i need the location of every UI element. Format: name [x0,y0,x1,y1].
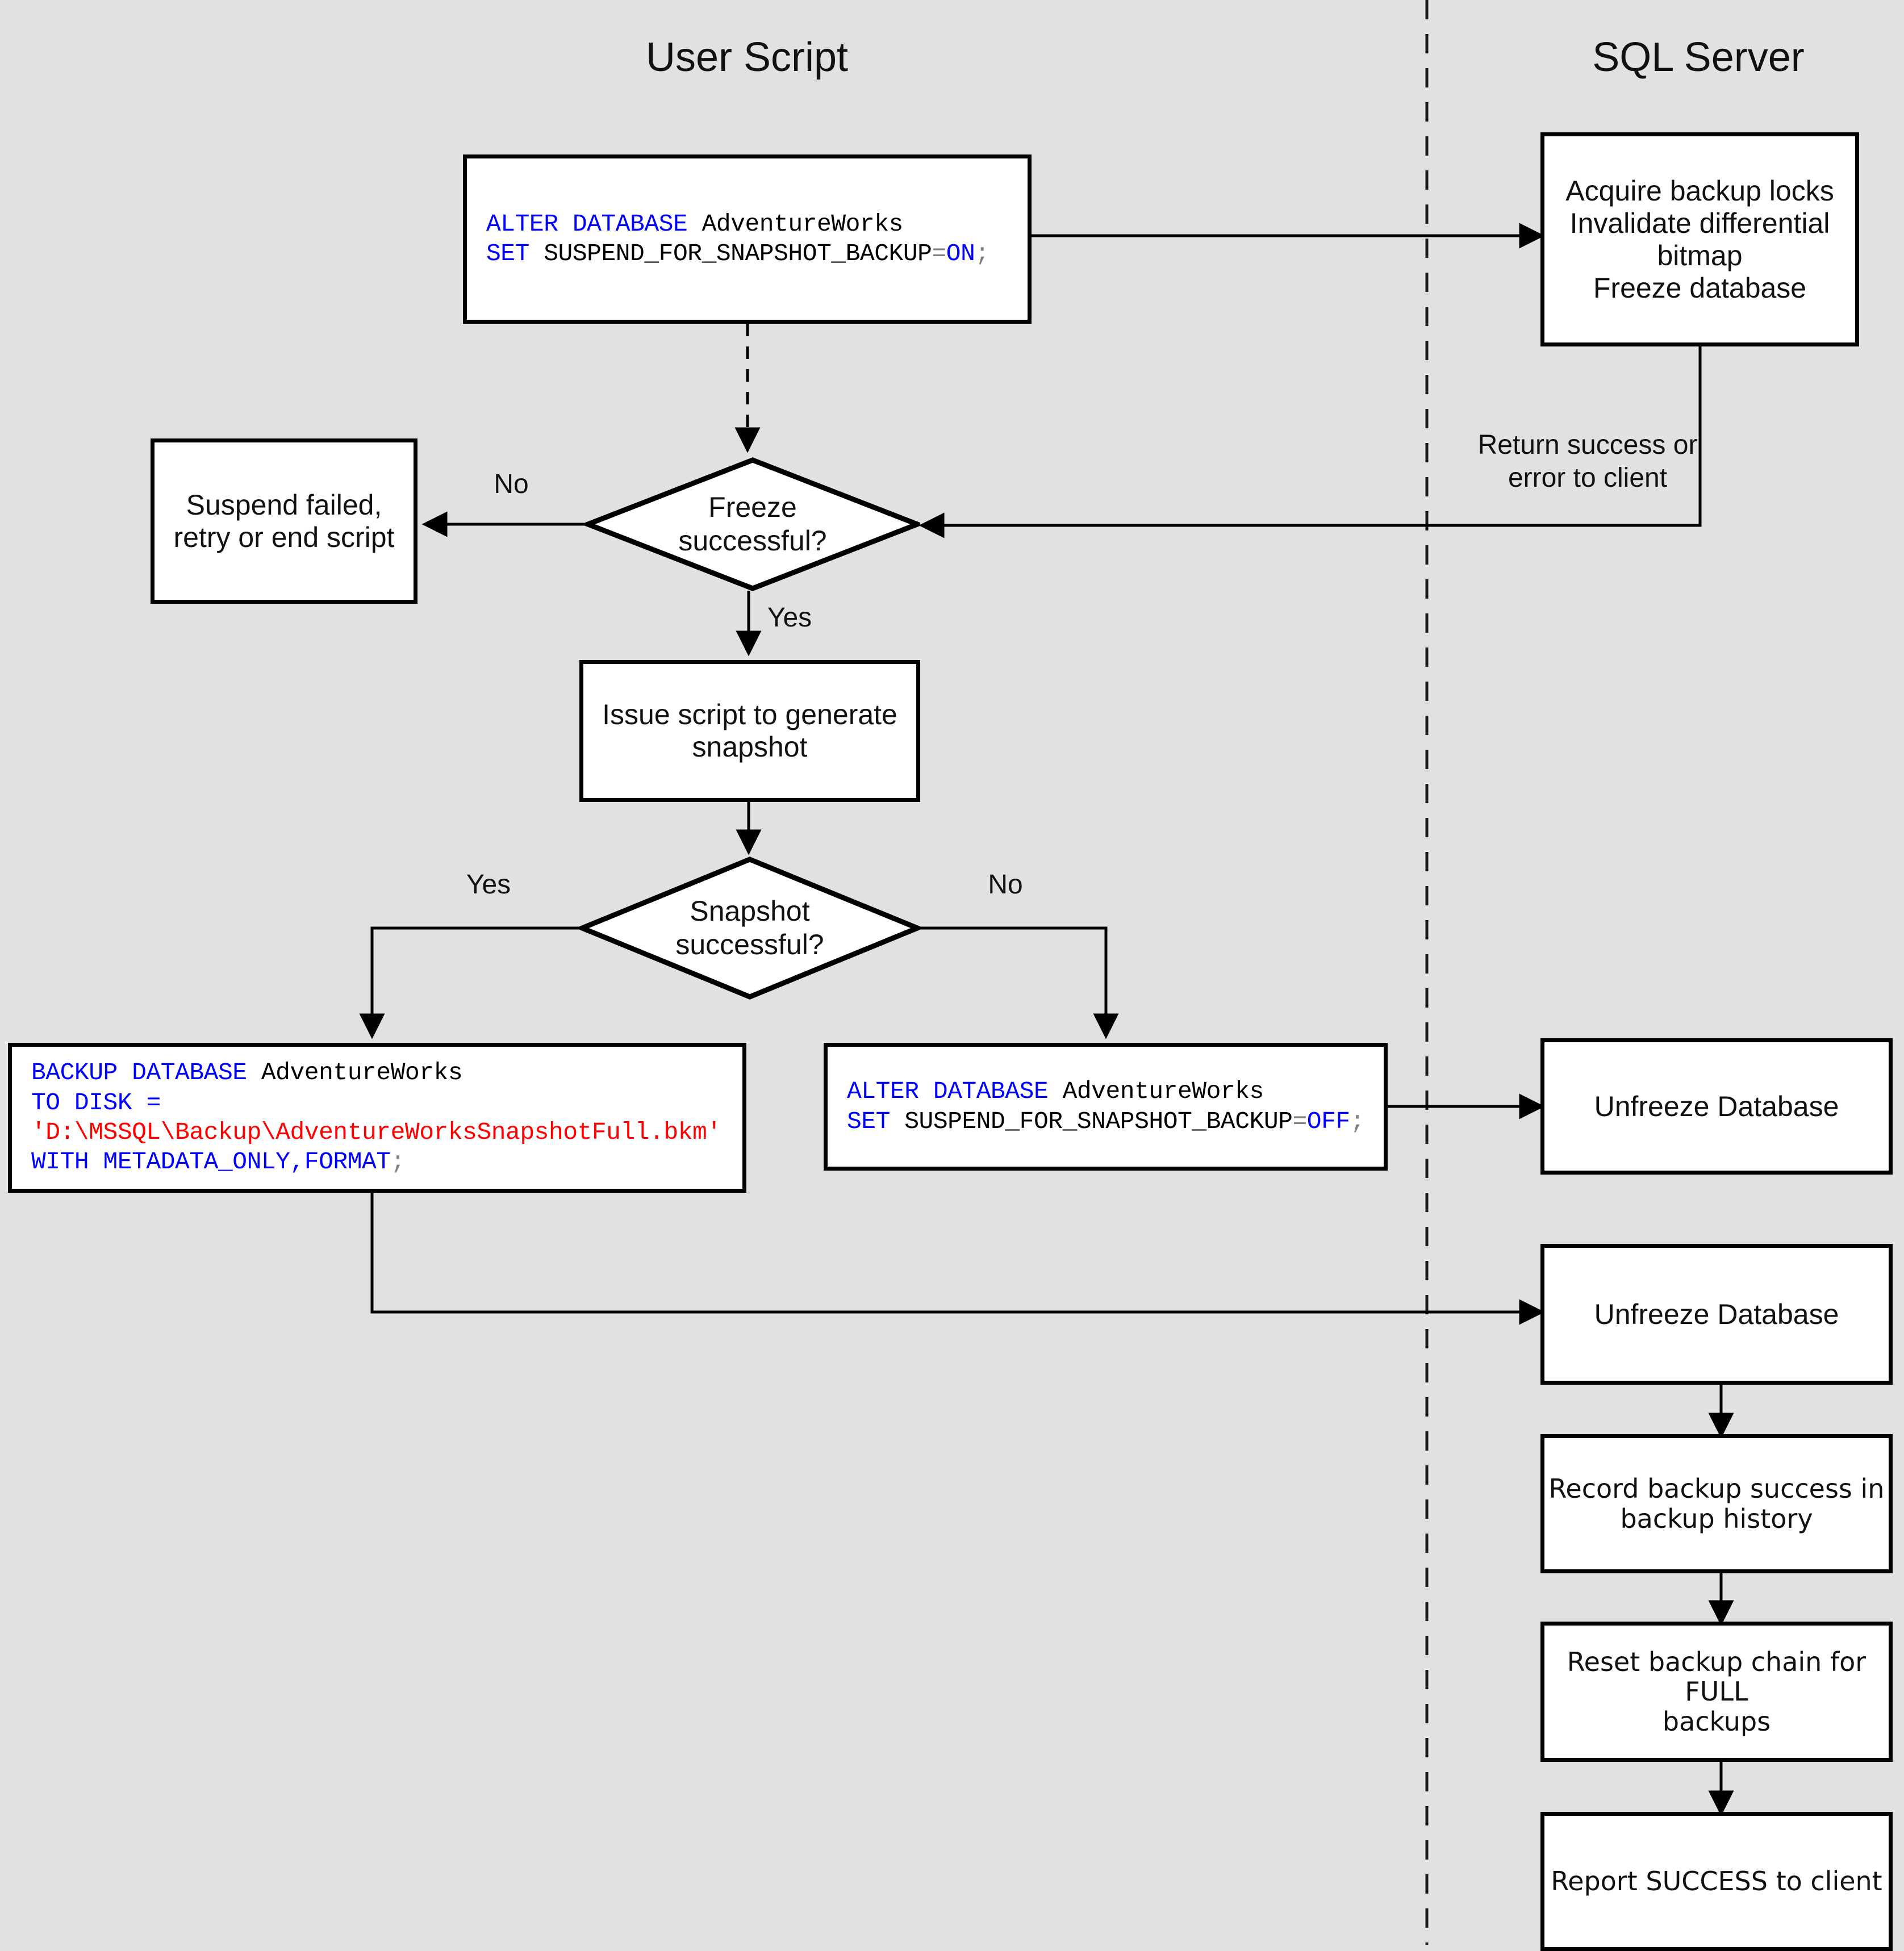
swimlane-title-user-script-text: User Script [645,35,849,80]
code-line-2: TO DISK = [12,1088,742,1118]
node-unfreeze-database-1-text: Unfreeze Database [1594,1090,1839,1122]
node-unfreeze-database-1[interactable]: Unfreeze Database [1540,1038,1893,1175]
code-keyword: ALTER DATABASE [847,1077,1049,1106]
code-keyword: WITH METADATA_ONLY,FORMAT [31,1148,391,1176]
edge-backup-to-unfreeze2 [370,1193,1545,1325]
node-line: Invalidate differential [1569,207,1830,239]
node-line: Freeze [708,491,797,523]
node-report-success-text: Report SUCCESS to client [1551,1866,1882,1897]
code-text: AdventureWorks [247,1059,463,1087]
code-string: 'D:\MSSQL\Backup\AdventureWorksSnapshotF… [31,1118,721,1146]
edge-label-text: No [494,469,529,499]
edge-label-text: No [988,870,1023,900]
code-operator: = [132,1088,161,1117]
node-reset-backup-chain-text: Reset backup chain for FULL backups [1544,1647,1889,1736]
code-operator: = [932,240,946,268]
node-issue-script-generate-snapshot[interactable]: Issue script to generate snapshot [579,660,920,802]
node-line: Record backup success in [1548,1473,1885,1505]
code-text: AdventureWorks [1048,1077,1264,1106]
node-alter-database-on[interactable]: ALTER DATABASE AdventureWorks SET SUSPEN… [463,154,1032,324]
code-line-3: 'D:\MSSQL\Backup\AdventureWorksSnapshotF… [12,1118,742,1147]
node-line: backups [1662,1706,1771,1737]
code-keyword: TO DISK [31,1088,132,1117]
decision-freeze-shape [585,457,920,591]
node-record-backup-success[interactable]: Record backup success in backup history [1540,1434,1893,1573]
edge-snapshot-yes [359,926,579,1039]
decision-snapshot-shape [579,857,920,1000]
node-alter-database-off[interactable]: ALTER DATABASE AdventureWorks SET SUSPEN… [824,1043,1388,1171]
node-suspend-failed-text: Suspend failed, retry or end script [173,489,394,554]
code-line-1: ALTER DATABASE AdventureWorks [467,210,1028,239]
code-line-4: WITH METADATA_ONLY,FORMAT; [12,1147,742,1177]
node-line: retry or end script [173,521,395,553]
node-issue-script-text: Issue script to generate snapshot [602,699,897,763]
node-line: backup history [1620,1503,1813,1534]
node-line: Freeze database [1593,271,1807,304]
node-acquire-backup-locks[interactable]: Acquire backup locks Invalidate differen… [1540,132,1859,346]
node-suspend-failed[interactable]: Suspend failed, retry or end script [151,438,417,604]
code-keyword: BACKUP DATABASE [31,1059,247,1087]
edge-label-snapshot-no: No [966,869,1045,900]
node-line: Issue script to generate [602,699,897,730]
swimlane-title-sql-server-text: SQL Server [1592,35,1805,80]
code-text: AdventureWorks [687,210,904,238]
edge-label-text: Yes [466,870,511,900]
swimlane-title-user-script: User Script [511,34,983,81]
code-value: OFF [1306,1107,1350,1135]
node-acquire-backup-locks-text: Acquire backup locks Invalidate differen… [1565,175,1834,304]
node-unfreeze-database-2[interactable]: Unfreeze Database [1540,1244,1893,1385]
code-value: ON [946,240,975,268]
edge-label-line: Return success or [1477,430,1698,460]
decision-snapshot-text: Snapshot successful? [579,857,920,1000]
code-line-2: SET SUSPEND_FOR_SNAPSHOT_BACKUP=ON; [467,239,1028,269]
decision-snapshot-successful[interactable]: Snapshot successful? [579,857,920,1000]
node-record-backup-success-text: Record backup success in backup history [1549,1474,1885,1534]
code-operator: = [1292,1107,1307,1135]
edge-snapshot-no [920,926,1119,1039]
node-reset-backup-chain[interactable]: Reset backup chain for FULL backups [1540,1622,1893,1762]
code-keyword: SET [847,1107,890,1135]
node-line: successful? [675,929,824,960]
node-line: Snapshot [690,895,810,927]
swimlane-title-sql-server: SQL Server [1488,34,1904,81]
code-keyword: SET [486,240,529,268]
code-keyword: ALTER DATABASE [486,210,688,238]
code-semicolon: ; [390,1148,406,1176]
edge-label-freeze-yes: Yes [755,602,824,633]
code-semicolon: ; [975,240,989,268]
code-line-2: SET SUSPEND_FOR_SNAPSHOT_BACKUP=OFF; [828,1107,1384,1137]
code-line-1: ALTER DATABASE AdventureWorks [828,1077,1384,1106]
decision-freeze-successful[interactable]: Freeze successful? [585,457,920,591]
node-report-success-to-client[interactable]: Report SUCCESS to client [1540,1812,1893,1951]
decision-freeze-text: Freeze successful? [585,457,920,591]
node-line: Reset backup chain for FULL [1567,1646,1867,1707]
code-semicolon: ; [1350,1107,1365,1135]
edge-label-return-success: Return success or error to client [1454,429,1721,494]
node-line: bitmap [1657,239,1743,271]
edge-label-snapshot-yes: Yes [449,869,528,900]
edge-label-freeze-no: No [477,469,545,500]
node-line: successful? [678,525,827,557]
node-line: snapshot [692,731,808,763]
edge-label-line: error to client [1508,462,1668,493]
code-line-1: BACKUP DATABASE AdventureWorks [12,1058,742,1088]
node-backup-database[interactable]: BACKUP DATABASE AdventureWorks TO DISK =… [8,1043,746,1193]
edge-label-text: Yes [767,603,812,633]
code-text: SUSPEND_FOR_SNAPSHOT_BACKUP [890,1107,1293,1135]
node-unfreeze-database-2-text: Unfreeze Database [1594,1298,1839,1330]
code-text: SUSPEND_FOR_SNAPSHOT_BACKUP [529,240,932,268]
node-line: Suspend failed, [186,488,382,521]
node-line: Acquire backup locks [1565,174,1834,207]
